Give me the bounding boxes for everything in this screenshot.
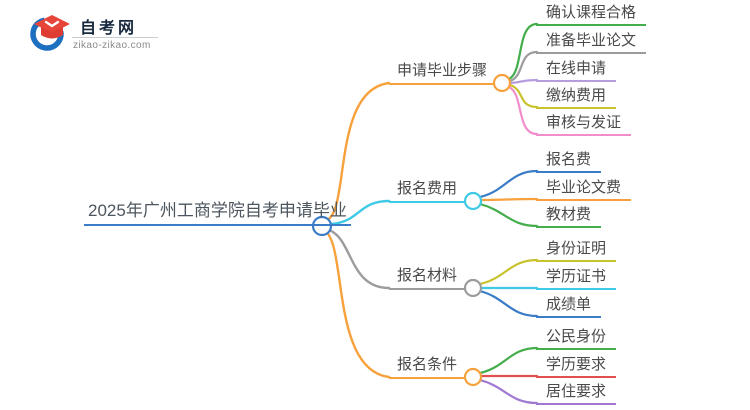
step-confirm-courses: 确认课程合格 (536, 1, 647, 26)
branch-steps-joint (492, 73, 512, 93)
connector-fees-registration (478, 169, 539, 199)
logo-divider (72, 37, 158, 38)
connector-steps-pay-fees (508, 83, 539, 109)
connector-steps-prepare-thesis (508, 50, 539, 83)
connector-requirements-residence (478, 378, 539, 405)
connector-central-to-branch-materials (327, 228, 391, 290)
branch-application-steps: 申请毕业步骤 (389, 58, 496, 85)
connector-fees-textbook (478, 202, 539, 228)
connector-steps-confirm-courses (507, 22, 539, 81)
central-topic: 2025年广州工商学院自考申请毕业 (84, 198, 351, 226)
branch-registration-materials: 报名材料 (389, 263, 466, 290)
req-residence: 居住要求 (536, 380, 617, 405)
connector-materials-id-proof (478, 258, 539, 286)
material-id-proof: 身份证明 (536, 237, 617, 262)
connector-central-to-branch-steps (325, 81, 391, 222)
branch-registration-fees: 报名费用 (389, 176, 466, 203)
step-review-certificate: 审核与发证 (536, 111, 632, 136)
step-pay-fees: 缴纳费用 (536, 84, 617, 109)
central-node-joint (311, 215, 333, 237)
connector-central-to-branch-fees (329, 199, 391, 226)
req-citizenship: 公民身份 (536, 325, 617, 350)
site-logo: 自考网 zikao-zikao.com (26, 8, 158, 58)
connector-requirements-citizenship (478, 346, 539, 375)
material-diploma: 学历证书 (536, 265, 617, 290)
material-transcript: 成绩单 (536, 293, 602, 318)
branch-registration-requirements: 报名条件 (389, 352, 466, 379)
fee-thesis: 毕业论文费 (536, 176, 632, 201)
connector-steps-review-certificate (507, 85, 539, 136)
branch-requirements-joint (463, 367, 483, 387)
step-prepare-thesis: 准备毕业论文 (536, 29, 647, 54)
req-education: 学历要求 (536, 353, 617, 378)
connector-materials-transcript (478, 289, 539, 318)
branch-fees-joint (463, 191, 483, 211)
branch-materials-joint (463, 278, 483, 298)
fee-registration: 报名费 (536, 148, 602, 173)
connector-steps-online-application (509, 78, 539, 85)
site-name: 自考网 (80, 20, 138, 37)
site-url: zikao-zikao.com (73, 40, 151, 51)
graduation-cap-logo-icon (30, 15, 70, 51)
fee-textbook: 教材费 (536, 203, 602, 228)
connector-fees-thesis (479, 197, 539, 202)
connector-central-to-branch-requirements (323, 229, 391, 379)
step-online-application: 在线申请 (536, 57, 617, 82)
